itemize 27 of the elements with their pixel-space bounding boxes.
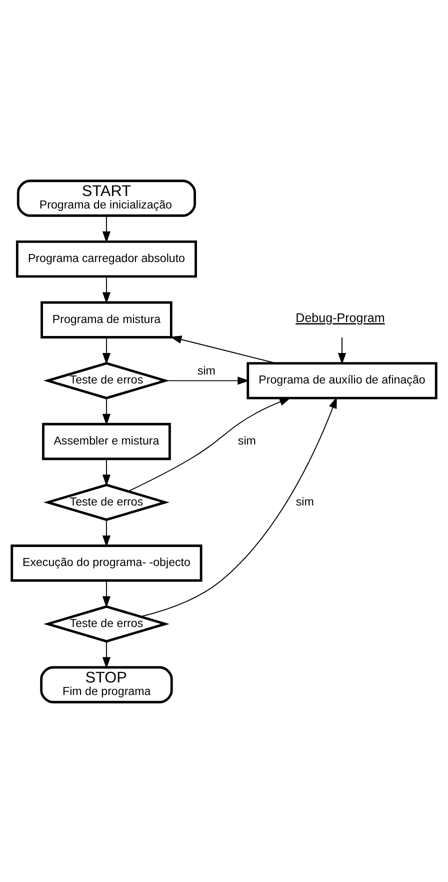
- node-box: STOP Fim de programa: [40, 666, 173, 703]
- arrow: [102, 580, 111, 608]
- node-box: Execução do programa- -objecto: [10, 544, 202, 582]
- arrow: [102, 519, 111, 547]
- arrow: [170, 335, 276, 364]
- edge-label: sim: [197, 365, 216, 378]
- node-box: Assembler e mistura: [42, 422, 171, 460]
- node-diamond: Teste de erros: [43, 604, 170, 642]
- arrow: [102, 640, 111, 668]
- arrow: [164, 376, 250, 384]
- node-diamond: Teste de erros: [43, 362, 170, 399]
- arrow: [102, 214, 111, 242]
- node-diamond: Teste de erros: [43, 483, 170, 520]
- arrow: [140, 396, 337, 617]
- arrow: [102, 336, 111, 364]
- node-text: Debug-Program: [296, 310, 385, 325]
- edge-label: sim: [238, 434, 256, 447]
- arrow: [102, 397, 111, 425]
- edge-label: sim: [296, 496, 314, 508]
- node-box: START Programa de inicialização: [16, 179, 196, 216]
- node-box: Programa de mistura: [40, 300, 172, 338]
- node-box: Programa carregador absoluto: [16, 240, 197, 278]
- arrow: [102, 276, 111, 304]
- arrow: [128, 397, 292, 492]
- arrow: [102, 458, 111, 486]
- node-box: Programa de auxílio de afinação: [246, 362, 438, 399]
- arrow: [338, 336, 346, 364]
